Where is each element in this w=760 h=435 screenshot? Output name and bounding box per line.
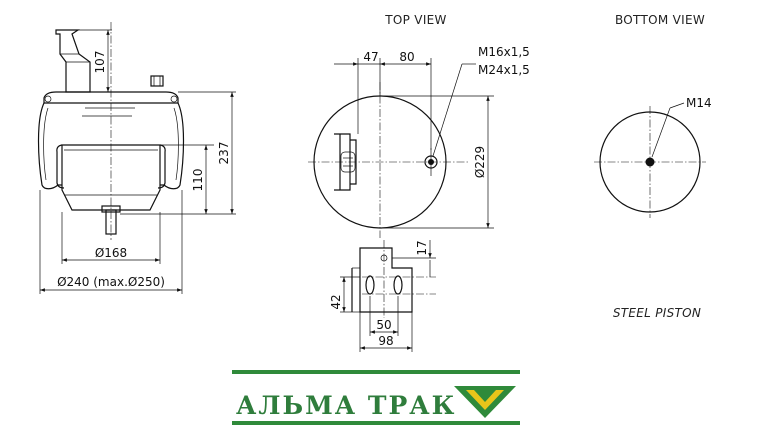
air-fitting [150, 75, 164, 87]
top-plate [43, 91, 179, 104]
dim-bracket-inner-width: 50 [376, 318, 391, 332]
dim-piston-dia: Ø168 [95, 246, 127, 260]
dim-bracket-top: 17 [415, 240, 429, 255]
logo-check-icon [454, 386, 516, 418]
dim-bracket-height: 42 [329, 294, 343, 309]
bottom-thread-hole [645, 157, 655, 167]
mounting-bracket [55, 29, 91, 93]
dim-height-top: 107 [93, 51, 107, 74]
top-view-bracket [334, 133, 357, 191]
steel-piston-label: STEEL PISTON [613, 306, 701, 320]
bottom-view: BOTTOM VIEW M14 STEEL PISTON [594, 13, 712, 320]
dim-height-total: 237 [217, 142, 231, 165]
dim-offset: 47 [363, 50, 378, 64]
logo-text: АЛЬМА ТРАК [236, 391, 456, 420]
bracket-detail: 17 42 50 98 [329, 240, 436, 352]
bottom-view-title: BOTTOM VIEW [615, 13, 705, 27]
logo-rule-top [232, 370, 520, 374]
thread-label-2: M24x1,5 [478, 63, 530, 77]
piston-bolt [105, 209, 117, 235]
top-view-title: TOP VIEW [384, 13, 446, 27]
thread-label-1: M16x1,5 [478, 45, 530, 59]
dim-top-dia: Ø229 [473, 146, 487, 178]
logo-rule-bottom [232, 421, 520, 425]
company-logo: АЛЬМА ТРАК [232, 370, 520, 425]
bracket-slot-right [393, 275, 403, 295]
top-view: TOP VIEW 47 80 M16x1,5 M24x1,5 Ø229 [308, 13, 530, 238]
dim-height-piston: 110 [191, 169, 205, 192]
dim-spacing: 80 [399, 50, 414, 64]
rubber-bellow [37, 102, 185, 190]
dim-outer-dia: Ø240 (max.Ø250) [57, 275, 165, 289]
bracket-slot-left [365, 275, 375, 295]
dim-bracket-outer-width: 98 [378, 334, 393, 348]
bottom-thread-label: M14 [686, 96, 712, 110]
bracket-plate [359, 247, 413, 313]
side-view: 107 237 110 Ø168 Ø240 (max.Ø250) [37, 22, 236, 294]
